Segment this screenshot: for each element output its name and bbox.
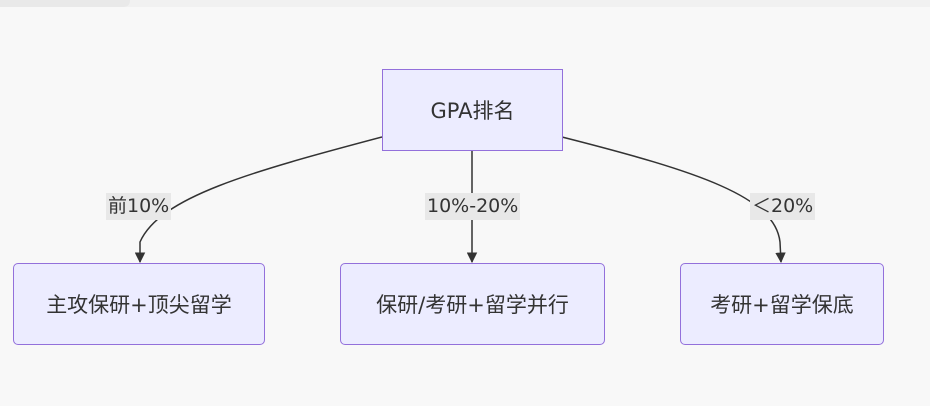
root-node-label: GPA排名: [430, 99, 515, 123]
edge-label-top-10: 前10%: [106, 193, 172, 220]
node-parallel-paths: 保研/考研+留学并行: [340, 263, 605, 345]
node-label: 主攻保研+顶尖留学: [46, 293, 232, 317]
top-tab: [0, 0, 130, 7]
node-focus-recommendation: 主攻保研+顶尖留学: [13, 263, 265, 345]
edge-left: [134, 136, 383, 264]
node-label: 考研+留学保底: [710, 293, 854, 317]
edge-label-below-20: ＜20%: [750, 193, 816, 220]
root-node-gpa-rank: GPA排名: [382, 69, 563, 151]
edge-label-10-20: 10%-20%: [425, 193, 521, 220]
edge-right: [561, 136, 786, 264]
node-fallback-plan: 考研+留学保底: [680, 263, 884, 345]
node-label: 保研/考研+留学并行: [376, 293, 569, 317]
